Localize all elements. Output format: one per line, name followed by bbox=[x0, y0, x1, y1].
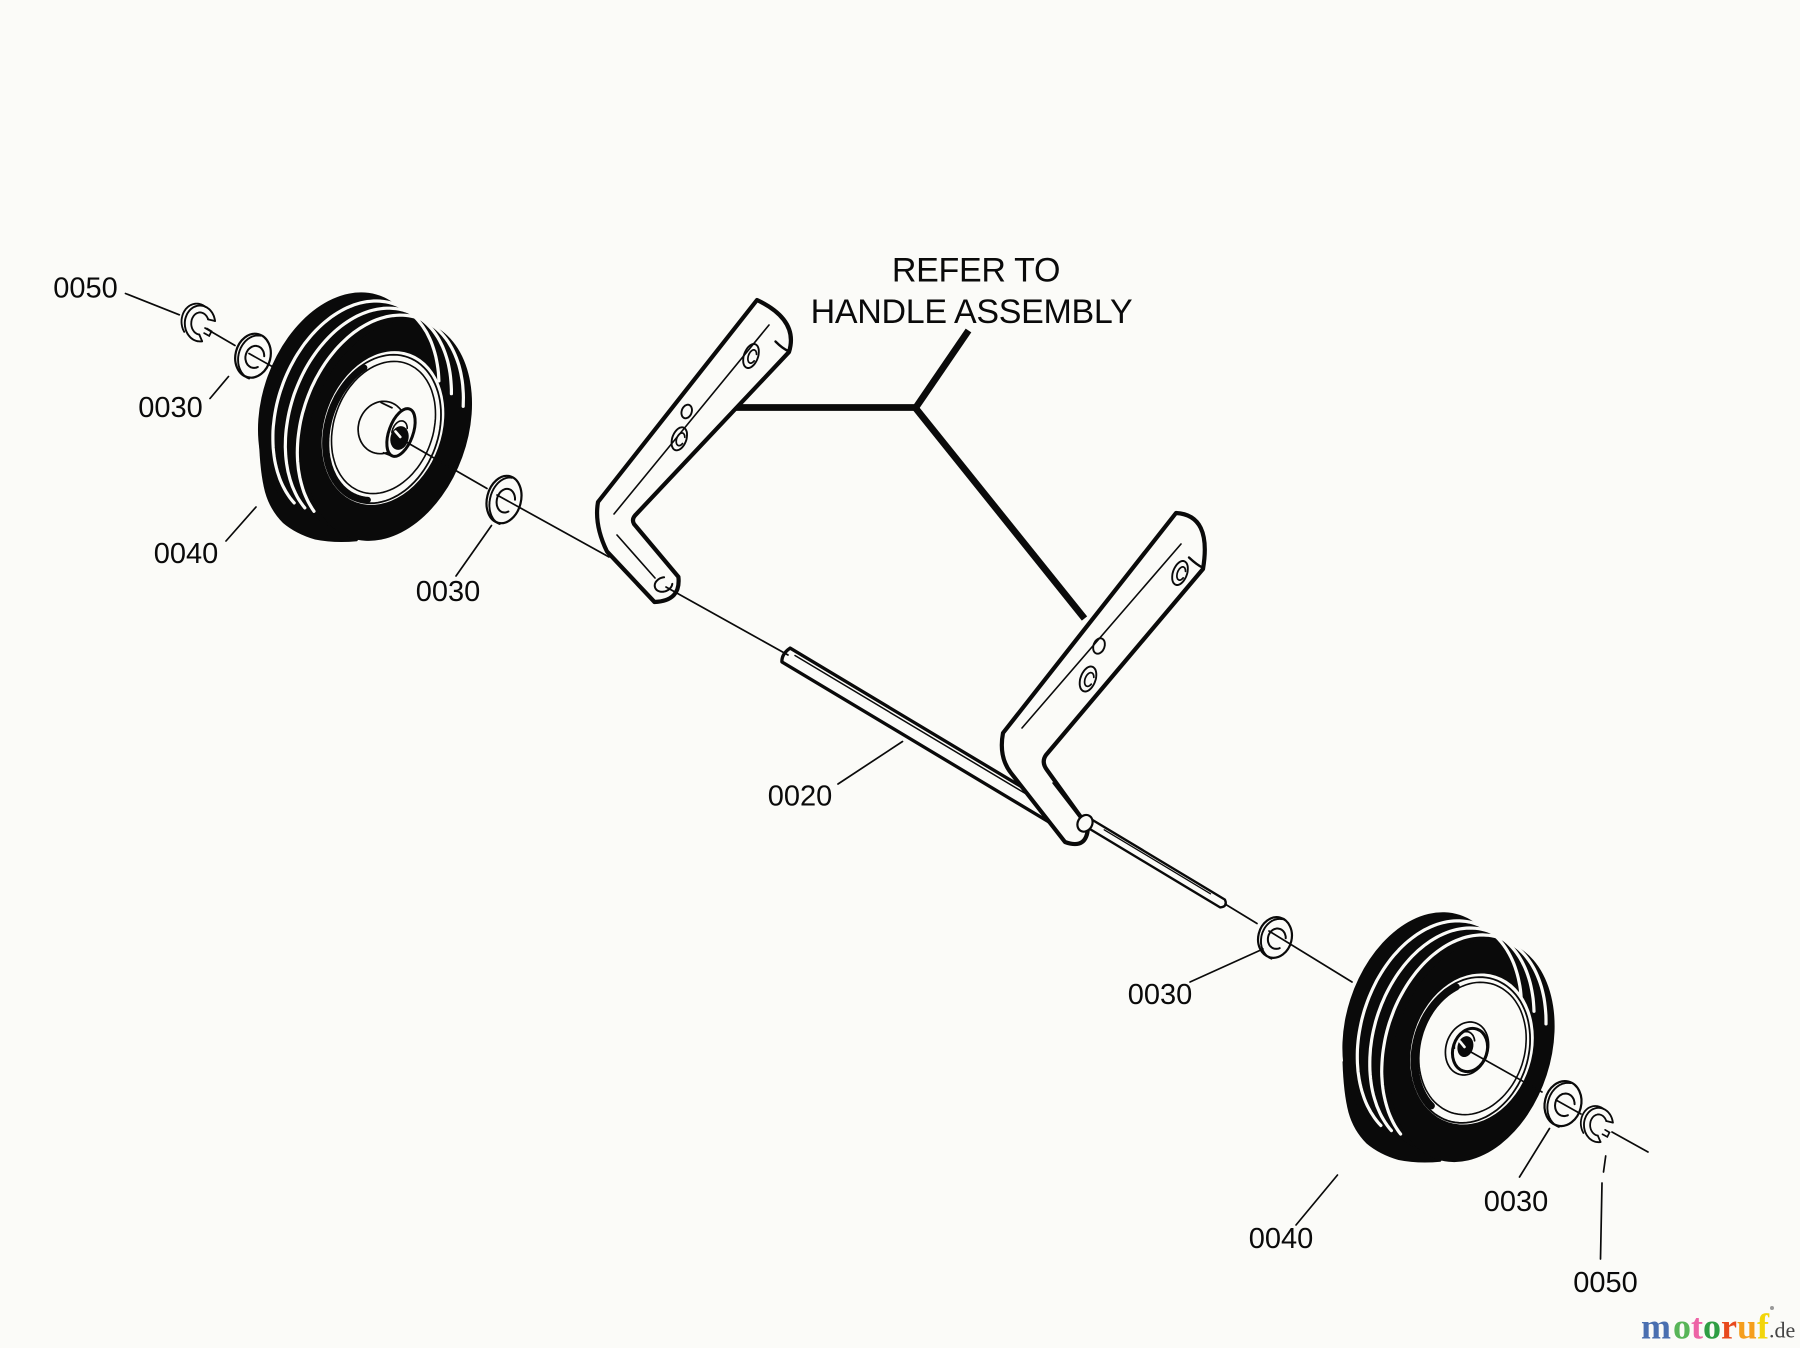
svg-text:REFER TO: REFER TO bbox=[892, 252, 1060, 290]
svg-text:r: r bbox=[1721, 1307, 1737, 1347]
svg-text:0030: 0030 bbox=[1128, 979, 1193, 1011]
svg-text:0030: 0030 bbox=[416, 576, 481, 608]
svg-text:0020: 0020 bbox=[768, 781, 833, 813]
svg-text:HANDLE ASSEMBLY: HANDLE ASSEMBLY bbox=[811, 293, 1133, 331]
svg-text:0040: 0040 bbox=[154, 538, 219, 570]
svg-text:m: m bbox=[1641, 1307, 1671, 1347]
svg-text:o: o bbox=[1673, 1307, 1691, 1347]
svg-text:f: f bbox=[1757, 1307, 1770, 1347]
svg-text:t: t bbox=[1691, 1307, 1703, 1347]
svg-text:o: o bbox=[1703, 1307, 1721, 1347]
svg-text:0040: 0040 bbox=[1249, 1223, 1314, 1255]
svg-text:0030: 0030 bbox=[1484, 1186, 1549, 1218]
svg-text:0030: 0030 bbox=[138, 392, 203, 424]
svg-text:.de: .de bbox=[1769, 1318, 1795, 1343]
svg-text:0050: 0050 bbox=[1573, 1267, 1638, 1299]
svg-text:0050: 0050 bbox=[53, 273, 118, 305]
svg-text:u: u bbox=[1737, 1307, 1757, 1347]
